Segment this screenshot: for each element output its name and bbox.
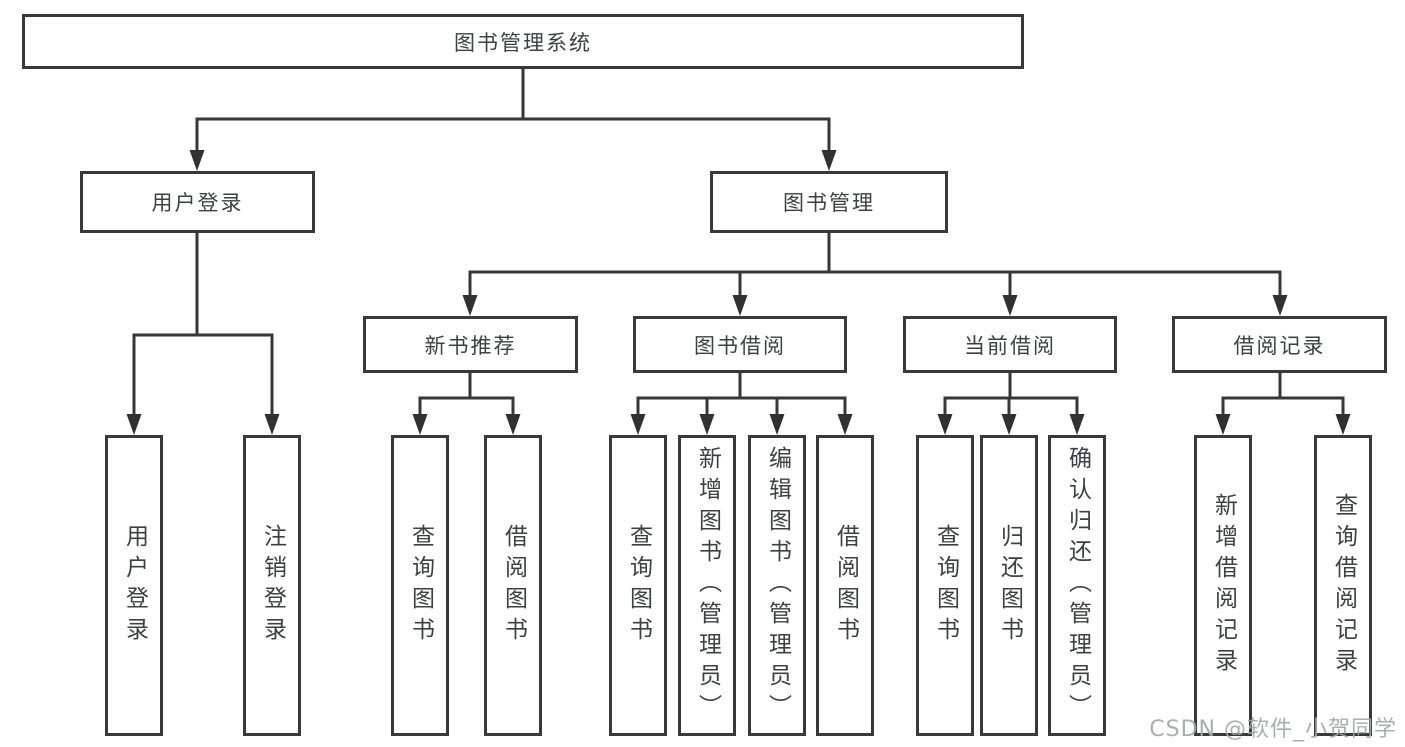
arrowhead-icon bbox=[505, 414, 521, 435]
arrowhead-icon bbox=[769, 414, 785, 435]
node-borrow-records: 借阅记录 bbox=[1172, 316, 1387, 373]
node-label: 借阅记录 bbox=[1233, 333, 1326, 358]
leaf-borrow-books-recommend: 借阅图书 bbox=[484, 435, 542, 736]
arrowhead-icon bbox=[264, 414, 280, 435]
leaf-label: 查询图书 bbox=[932, 523, 959, 648]
leaf-label: 新增借阅记录 bbox=[1210, 492, 1237, 679]
arrowhead-icon bbox=[630, 414, 646, 435]
arrowhead-icon bbox=[1069, 414, 1085, 435]
arrowhead-icon bbox=[699, 414, 715, 435]
leaf-query-books-borrowing: 查询图书 bbox=[609, 435, 667, 736]
arrowhead-icon bbox=[462, 295, 478, 316]
node-label: 新书推荐 bbox=[424, 333, 517, 358]
leaf-label: 确认归还（管理员） bbox=[1064, 446, 1091, 725]
node-label: 用户登录 bbox=[151, 191, 244, 215]
node-label: 图书管理 bbox=[783, 191, 875, 215]
node-label: 图书管理系统 bbox=[454, 30, 592, 55]
leaf-logout: 注销登录 bbox=[243, 435, 301, 736]
leaf-add-borrow-record: 新增借阅记录 bbox=[1194, 435, 1252, 736]
arrowhead-icon bbox=[732, 295, 748, 316]
node-current-borrowing: 当前借阅 bbox=[903, 316, 1117, 373]
leaf-label: 借阅图书 bbox=[832, 523, 859, 648]
leaf-add-book-admin: 新增图书（管理员） bbox=[678, 435, 736, 736]
leaf-query-borrow-record: 查询借阅记录 bbox=[1314, 435, 1372, 736]
arrowhead-icon bbox=[937, 414, 953, 435]
leaf-label: 查询图书 bbox=[625, 523, 652, 648]
node-new-book-recommend: 新书推荐 bbox=[363, 316, 578, 373]
leaf-label: 注销登录 bbox=[259, 523, 286, 648]
leaf-label: 查询图书 bbox=[407, 523, 434, 648]
leaf-edit-book-admin: 编辑图书（管理员） bbox=[748, 435, 806, 736]
arrowhead-icon bbox=[821, 150, 837, 171]
leaf-return-book: 归还图书 bbox=[980, 435, 1038, 736]
arrowhead-icon bbox=[1002, 295, 1018, 316]
arrowhead-icon bbox=[1001, 414, 1017, 435]
leaf-label: 查询借阅记录 bbox=[1330, 492, 1357, 679]
arrowhead-icon bbox=[1335, 414, 1351, 435]
leaf-user-login: 用户登录 bbox=[105, 435, 163, 736]
leaf-query-books-current: 查询图书 bbox=[916, 435, 974, 736]
leaf-query-books-recommend: 查询图书 bbox=[391, 435, 449, 736]
node-label: 当前借阅 bbox=[964, 333, 1056, 358]
arrowhead-icon bbox=[1272, 295, 1288, 316]
leaf-borrow-books-borrowing: 借阅图书 bbox=[816, 435, 874, 736]
leaf-label: 新增图书（管理员） bbox=[694, 446, 721, 725]
arrowhead-icon bbox=[412, 414, 428, 435]
leaf-label: 编辑图书（管理员） bbox=[764, 446, 791, 725]
arrowhead-icon bbox=[1215, 414, 1231, 435]
node-book-borrowing: 图书借阅 bbox=[633, 316, 847, 373]
leaf-confirm-return-admin: 确认归还（管理员） bbox=[1048, 435, 1106, 736]
leaf-label: 归还图书 bbox=[996, 523, 1023, 648]
arrowhead-icon bbox=[837, 414, 853, 435]
leaf-label: 借阅图书 bbox=[500, 523, 527, 648]
csdn-watermark: CSDN @软件_小贺同学 bbox=[1149, 717, 1397, 742]
node-label: 图书借阅 bbox=[694, 333, 786, 358]
node-user-login: 用户登录 bbox=[80, 171, 315, 233]
leaf-label: 用户登录 bbox=[121, 523, 148, 648]
arrowhead-icon bbox=[126, 414, 142, 435]
arrowhead-icon bbox=[189, 150, 205, 171]
node-library-system: 图书管理系统 bbox=[22, 14, 1024, 69]
node-book-management: 图书管理 bbox=[710, 171, 948, 233]
